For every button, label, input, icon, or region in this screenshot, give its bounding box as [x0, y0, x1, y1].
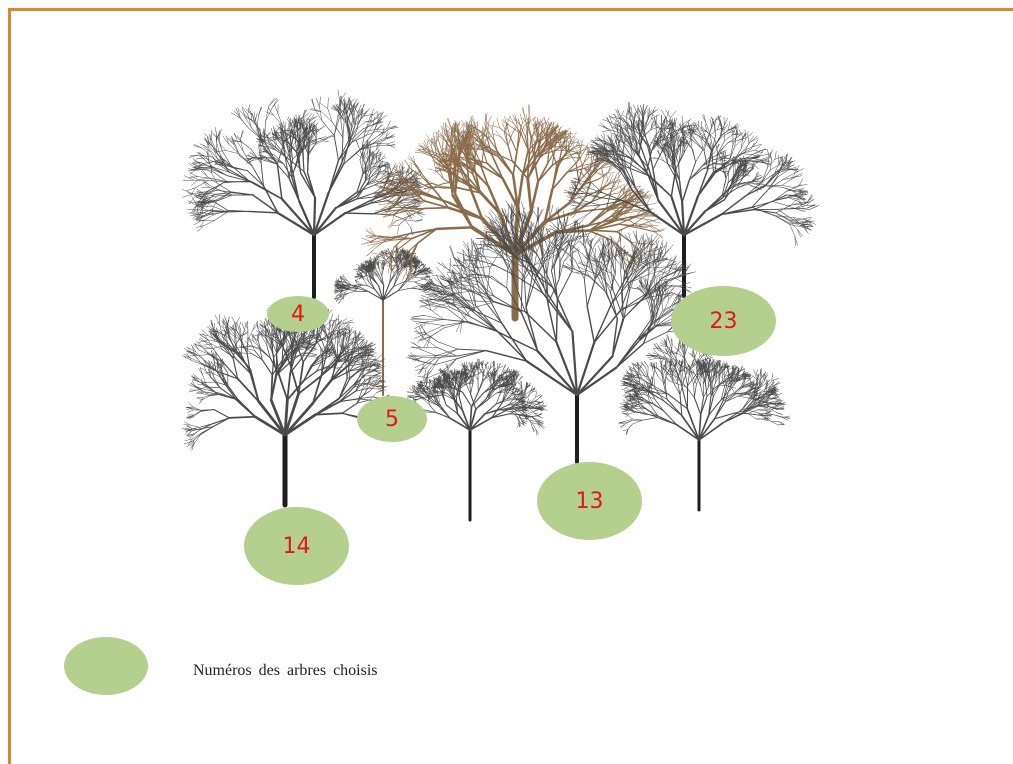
tree-label-14-text: 14 — [283, 534, 311, 559]
legend-swatch — [64, 637, 148, 695]
tree-5 — [182, 301, 390, 505]
tree-label-13: 13 — [537, 462, 642, 540]
tree-label-23-text: 23 — [710, 309, 738, 334]
tree-label-5-text: 5 — [385, 407, 399, 432]
tree-label-14: 14 — [244, 507, 349, 585]
tree-7 — [407, 199, 709, 462]
tree-label-4-text: 4 — [291, 302, 305, 327]
tree-label-13-text: 13 — [576, 489, 604, 514]
tree-label-23: 23 — [671, 286, 776, 356]
legend-label: Numéros des arbres choisis — [193, 662, 378, 680]
tree-label-5: 5 — [357, 396, 427, 442]
tree-label-4: 4 — [267, 296, 329, 332]
tree-8 — [619, 335, 790, 510]
